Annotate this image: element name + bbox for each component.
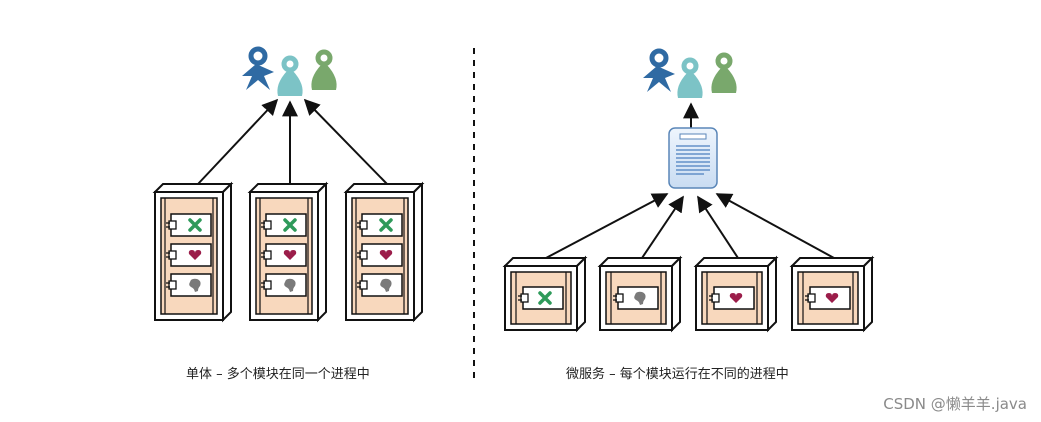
- watermark: CSDN @懒羊羊.java: [883, 395, 1027, 413]
- user-star-icon: [643, 51, 675, 92]
- arrow: [303, 98, 388, 185]
- right-users: [643, 51, 737, 98]
- monolith-box: [250, 184, 326, 320]
- microservice-boxes: [505, 258, 872, 330]
- user-pin-icon: [311, 52, 336, 90]
- left-caption: 单体 – 多个模块在同一个进程中: [186, 367, 370, 382]
- left-arrows: [197, 98, 388, 185]
- microservice-box: [600, 258, 680, 330]
- left-users: [242, 49, 337, 96]
- user-pin-icon: [677, 60, 702, 98]
- document-server-icon: [668, 127, 718, 189]
- monolith-boxes: [155, 184, 422, 320]
- microservice-box: [792, 258, 872, 330]
- arrow: [697, 195, 739, 259]
- arrow: [545, 193, 669, 259]
- user-pin-icon: [277, 58, 302, 96]
- right-caption: 微服务 – 每个模块运行在不同的进程中: [566, 367, 789, 382]
- user-pin-icon: [711, 55, 736, 93]
- monolith-box: [155, 184, 231, 320]
- monolith-box: [346, 184, 422, 320]
- arrow: [715, 193, 835, 259]
- right-arrows: [545, 193, 835, 259]
- user-star-icon: [242, 49, 274, 90]
- arrow: [197, 98, 279, 185]
- microservice-box: [696, 258, 776, 330]
- arrow: [641, 195, 684, 259]
- microservice-box: [505, 258, 585, 330]
